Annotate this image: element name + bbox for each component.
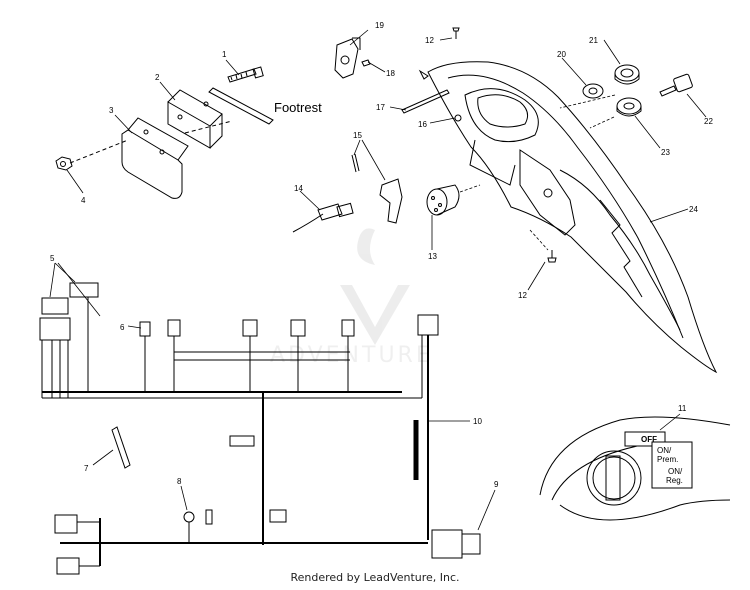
- callout-7: 7: [84, 464, 89, 473]
- switch-off-label: OFF: [641, 435, 657, 444]
- console-housing: [418, 61, 718, 374]
- screw-top: [452, 27, 460, 39]
- watermark-logo: [340, 228, 410, 345]
- callout-9: 9: [494, 480, 499, 489]
- footer-credit: Rendered by LeadVenture, Inc.: [290, 571, 460, 584]
- callout-13: 13: [428, 252, 437, 261]
- callout-17: 17: [376, 103, 385, 112]
- callout-6: 6: [120, 323, 125, 332]
- key-switch-panel: [539, 416, 731, 521]
- callout-23: 23: [661, 148, 670, 157]
- connector-plug: [292, 202, 354, 233]
- callout-24: 24: [689, 205, 698, 214]
- footrest-assembly: [55, 66, 274, 199]
- switch-on-reg-label-2: Reg.: [666, 476, 683, 485]
- callout-21: 21: [589, 36, 598, 45]
- callout-3: 3: [109, 106, 114, 115]
- switch-on-prem-label-1: ON/: [657, 446, 672, 455]
- switch-bracket: [334, 37, 371, 79]
- callout-19: 19: [375, 21, 384, 30]
- callout-12-top: 12: [425, 36, 434, 45]
- callout-1: 1: [222, 50, 227, 59]
- callout-4: 4: [81, 196, 86, 205]
- wire-clip: [401, 89, 450, 114]
- watermark-text: ADVENTURE: [270, 343, 433, 368]
- callout-18: 18: [386, 69, 395, 78]
- callout-20: 20: [557, 50, 566, 59]
- wiring-harness: [39, 282, 481, 575]
- footrest-label: Footrest: [274, 100, 322, 115]
- key-icon: [659, 73, 693, 97]
- callout-12-bottom: 12: [518, 291, 527, 300]
- washers: [582, 64, 642, 117]
- callout-5: 5: [50, 254, 55, 263]
- callout-14: 14: [294, 184, 303, 193]
- callout-8: 8: [177, 477, 182, 486]
- leader-lines: [49, 29, 707, 531]
- grommet: [454, 114, 462, 122]
- callout-16: 16: [418, 120, 427, 129]
- lever: [351, 153, 403, 224]
- switch-on-prem-label-2: Prem.: [657, 455, 678, 464]
- callout-11: 11: [678, 404, 687, 413]
- switch-on-reg-label-1: ON/: [668, 467, 683, 476]
- ignition-switch: [426, 184, 460, 216]
- screw-lower: [547, 250, 557, 263]
- callout-10: 10: [473, 417, 482, 426]
- callout-2: 2: [155, 73, 160, 82]
- callout-22: 22: [704, 117, 713, 126]
- callout-15: 15: [353, 131, 362, 140]
